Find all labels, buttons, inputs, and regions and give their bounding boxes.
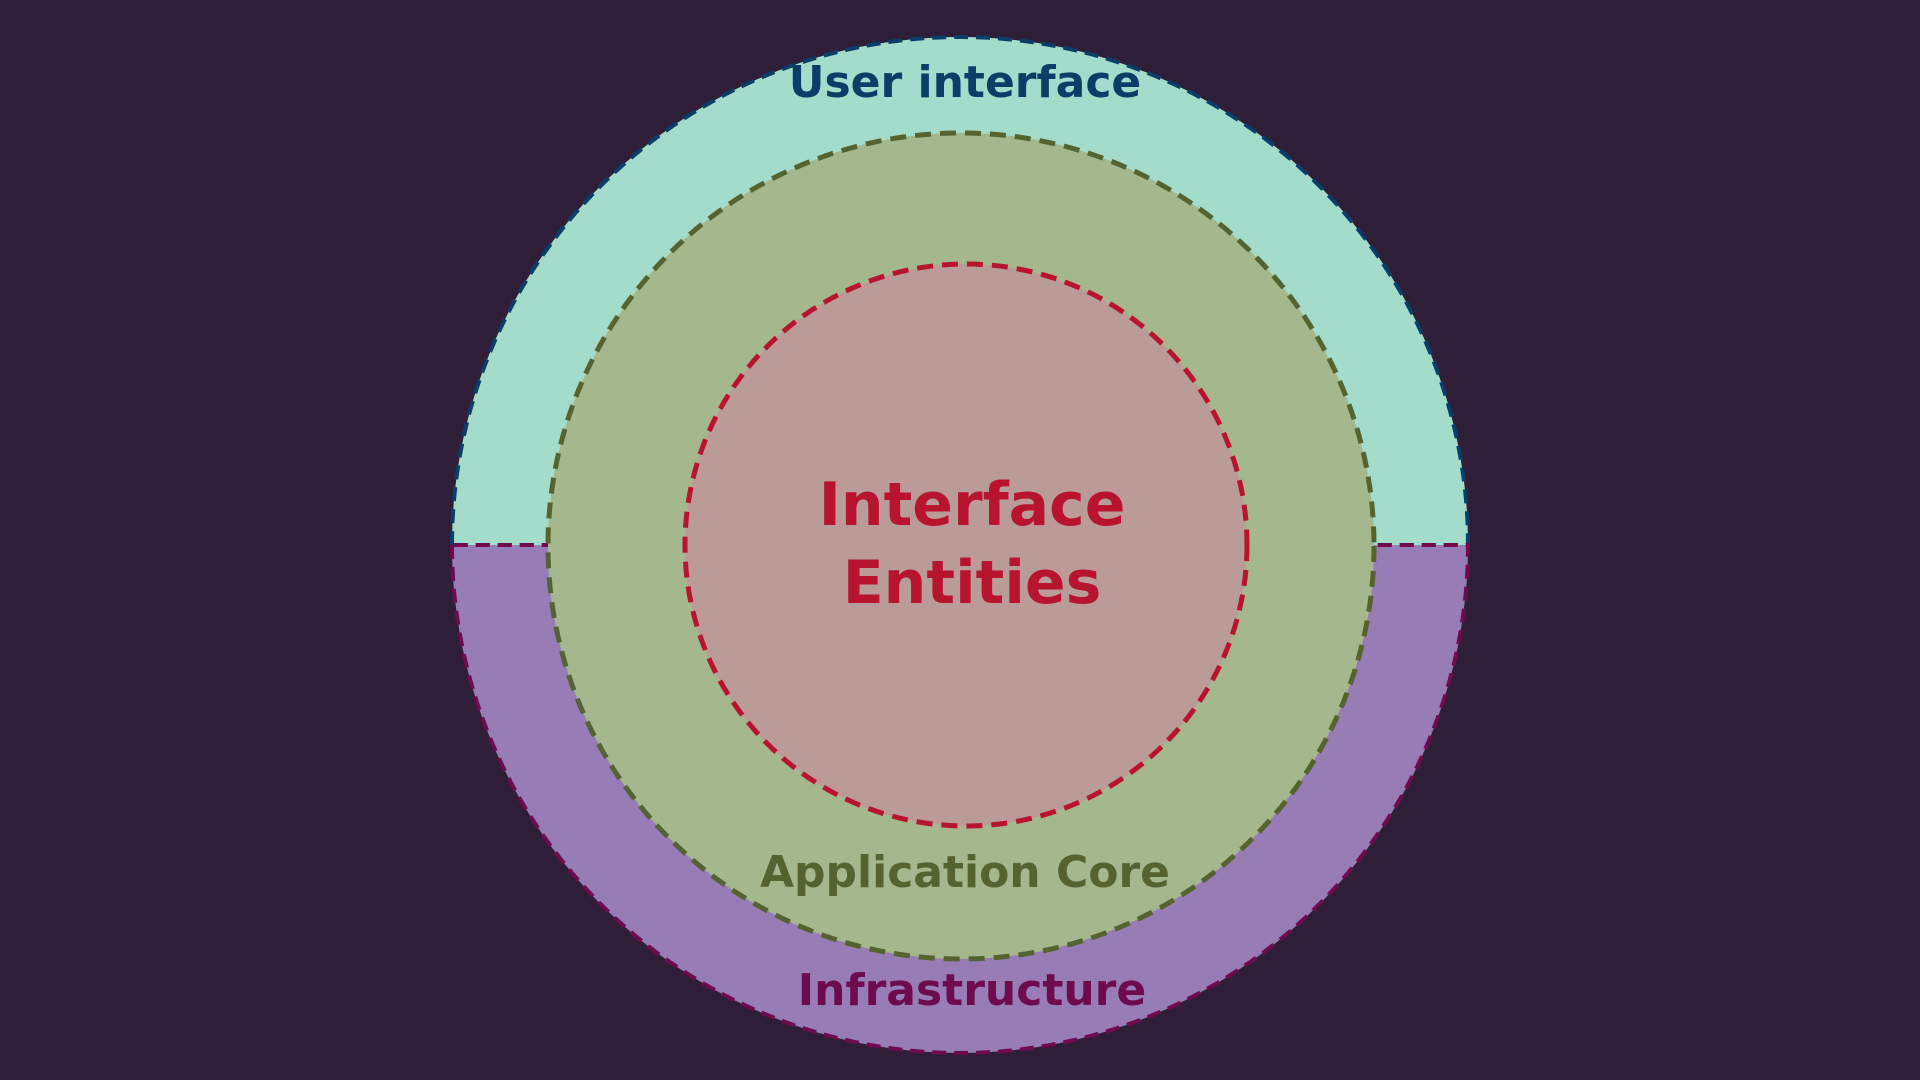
entities-label-line2: Entities — [843, 548, 1102, 618]
user-interface-label: User interface — [789, 57, 1142, 108]
entities-label-line1: Interface — [819, 470, 1126, 540]
infrastructure-label: Infrastructure — [798, 965, 1146, 1016]
entities-layer — [682, 261, 1250, 829]
application-core-label: Application Core — [760, 847, 1170, 898]
